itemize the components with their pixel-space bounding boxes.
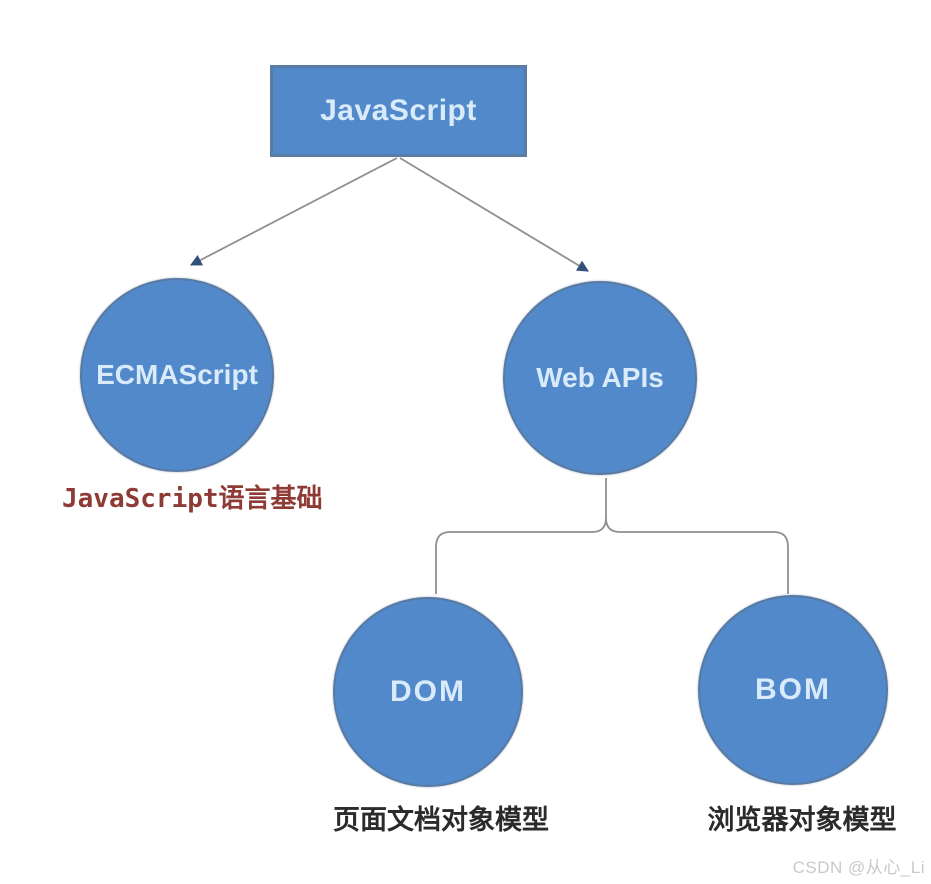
edge-javascript-to-ecmascript (189, 157, 398, 266)
node-ecmascript: ECMAScript (80, 278, 274, 472)
node-webapis: Web APIs (503, 281, 697, 475)
node-dom-label: DOM (390, 675, 466, 708)
annotation-ecmascript-note: JavaScript语言基础 (62, 484, 323, 514)
node-dom: DOM (333, 597, 523, 787)
node-ecmascript-label: ECMAScript (96, 359, 258, 390)
node-webapis-label: Web APIs (536, 362, 664, 393)
node-javascript-label: JavaScript (320, 94, 477, 127)
edge-webapis-to-dom-bom (435, 478, 789, 594)
caption-dom: 页面文档对象模型 (333, 805, 549, 835)
edge-javascript-to-webapis (399, 157, 589, 272)
caption-bom: 浏览器对象模型 (707, 805, 897, 835)
node-bom: BOM (698, 595, 888, 785)
watermark: CSDN @从心_Li (792, 858, 925, 877)
node-javascript: JavaScript (270, 65, 527, 157)
node-bom-label: BOM (755, 673, 831, 706)
